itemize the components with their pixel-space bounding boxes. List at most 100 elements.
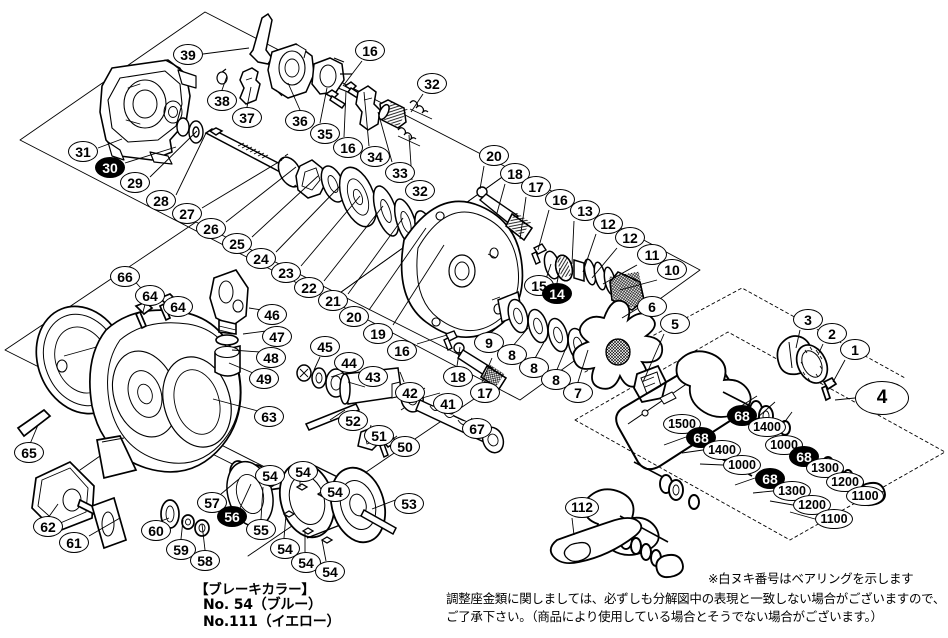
- callout-21[interactable]: 21: [318, 290, 348, 311]
- callout-48[interactable]: 48: [256, 347, 286, 368]
- callout-25[interactable]: 25: [222, 233, 252, 254]
- callout-53[interactable]: 53: [394, 493, 424, 514]
- callout-63[interactable]: 63: [254, 406, 284, 427]
- callout-1200[interactable]: 1200: [793, 495, 831, 515]
- leader-line-5: [642, 333, 665, 383]
- callout-3[interactable]: 3: [793, 309, 823, 330]
- callout-36[interactable]: 36: [285, 110, 315, 131]
- callout-16[interactable]: 16: [387, 340, 417, 361]
- leader-line-54: [321, 539, 327, 562]
- callout-9[interactable]: 9: [474, 332, 504, 353]
- callout-34[interactable]: 34: [360, 146, 390, 167]
- callout-19[interactable]: 19: [363, 323, 393, 344]
- callout-112[interactable]: 112: [565, 497, 599, 518]
- leader-line-18: [496, 183, 506, 214]
- leader-line-32: [410, 93, 424, 113]
- callout-18[interactable]: 18: [500, 163, 530, 184]
- callout-39[interactable]: 39: [173, 44, 203, 65]
- callout-59[interactable]: 59: [166, 539, 196, 560]
- leader-line-1400: [757, 401, 776, 418]
- callout-22[interactable]: 22: [294, 277, 324, 298]
- callout-6[interactable]: 6: [637, 296, 667, 317]
- callout-29[interactable]: 29: [120, 172, 150, 193]
- callout-54[interactable]: 54: [320, 481, 350, 502]
- callout-12[interactable]: 12: [593, 213, 623, 234]
- callout-66[interactable]: 66: [110, 266, 140, 287]
- callout-54[interactable]: 54: [288, 461, 318, 482]
- callout-51[interactable]: 51: [364, 425, 394, 446]
- callout-54[interactable]: 54: [291, 552, 321, 573]
- callout-16[interactable]: 16: [333, 137, 363, 158]
- callout-43[interactable]: 43: [358, 366, 388, 387]
- leader-line-112: [571, 517, 575, 536]
- leader-line-68: [663, 436, 687, 446]
- callout-55[interactable]: 55: [246, 519, 276, 540]
- callout-20[interactable]: 20: [479, 145, 509, 166]
- leader-line-27: [201, 159, 283, 209]
- callout-13[interactable]: 13: [570, 200, 600, 221]
- leader-line-1300: [752, 490, 774, 494]
- callout-52[interactable]: 52: [338, 410, 368, 431]
- leader-line-16: [416, 334, 448, 345]
- callout-33[interactable]: 33: [385, 162, 415, 183]
- callout-58[interactable]: 58: [190, 550, 220, 571]
- callout-54[interactable]: 54: [315, 561, 345, 582]
- callout-7[interactable]: 7: [563, 382, 593, 403]
- callout-20[interactable]: 20: [339, 306, 369, 327]
- callout-45[interactable]: 45: [310, 336, 340, 357]
- callout-4[interactable]: 4: [855, 381, 909, 415]
- callout-16[interactable]: 16: [545, 189, 575, 210]
- callout-60[interactable]: 60: [141, 520, 171, 541]
- callout-8[interactable]: 8: [519, 357, 549, 378]
- callout-54[interactable]: 54: [255, 465, 285, 486]
- callout-17[interactable]: 17: [521, 176, 551, 197]
- callout-26[interactable]: 26: [196, 218, 226, 239]
- callout-41[interactable]: 41: [433, 393, 463, 414]
- callout-28[interactable]: 28: [146, 190, 176, 211]
- callout-67[interactable]: 67: [462, 418, 492, 439]
- callout-8[interactable]: 8: [541, 369, 571, 390]
- callout-14[interactable]: 14: [542, 283, 572, 304]
- callout-23[interactable]: 23: [271, 262, 301, 283]
- callout-38[interactable]: 38: [207, 90, 237, 111]
- callout-1000[interactable]: 1000: [723, 455, 761, 475]
- callout-8[interactable]: 8: [497, 344, 527, 365]
- callout-42[interactable]: 42: [395, 382, 425, 403]
- callout-50[interactable]: 50: [390, 436, 420, 457]
- callout-24[interactable]: 24: [246, 248, 276, 269]
- callout-16[interactable]: 16: [355, 40, 385, 61]
- callout-49[interactable]: 49: [249, 368, 279, 389]
- callout-64[interactable]: 64: [135, 285, 165, 306]
- callout-10[interactable]: 10: [657, 259, 687, 280]
- callout-27[interactable]: 27: [172, 203, 202, 224]
- callout-68[interactable]: 68: [727, 405, 757, 426]
- callout-64[interactable]: 64: [163, 296, 193, 317]
- callout-1400[interactable]: 1400: [748, 417, 786, 437]
- callout-44[interactable]: 44: [334, 352, 364, 373]
- callout-56[interactable]: 56: [217, 506, 247, 527]
- callout-47[interactable]: 47: [262, 326, 292, 347]
- callout-30[interactable]: 30: [95, 157, 125, 178]
- leader-line-63: [212, 398, 259, 412]
- callout-37[interactable]: 37: [232, 107, 262, 128]
- callout-54[interactable]: 54: [270, 538, 300, 559]
- callout-46[interactable]: 46: [257, 304, 287, 325]
- callout-35[interactable]: 35: [310, 123, 340, 144]
- callout-32[interactable]: 32: [417, 73, 447, 94]
- callout-62[interactable]: 62: [33, 516, 63, 537]
- callout-1[interactable]: 1: [840, 339, 870, 360]
- callout-1400[interactable]: 1400: [703, 440, 741, 460]
- callout-12[interactable]: 12: [615, 227, 645, 248]
- callout-65[interactable]: 65: [14, 442, 44, 463]
- callout-2[interactable]: 2: [817, 323, 847, 344]
- callout-31[interactable]: 31: [68, 141, 98, 162]
- callout-1100[interactable]: 1100: [846, 486, 884, 506]
- callout-57[interactable]: 57: [197, 492, 227, 513]
- callout-17[interactable]: 17: [470, 382, 500, 403]
- callout-61[interactable]: 61: [59, 532, 89, 553]
- callout-18[interactable]: 18: [443, 366, 473, 387]
- callout-1100[interactable]: 1100: [815, 509, 853, 529]
- callout-11[interactable]: 11: [637, 244, 667, 265]
- callout-32[interactable]: 32: [405, 180, 435, 201]
- callout-5[interactable]: 5: [660, 313, 690, 334]
